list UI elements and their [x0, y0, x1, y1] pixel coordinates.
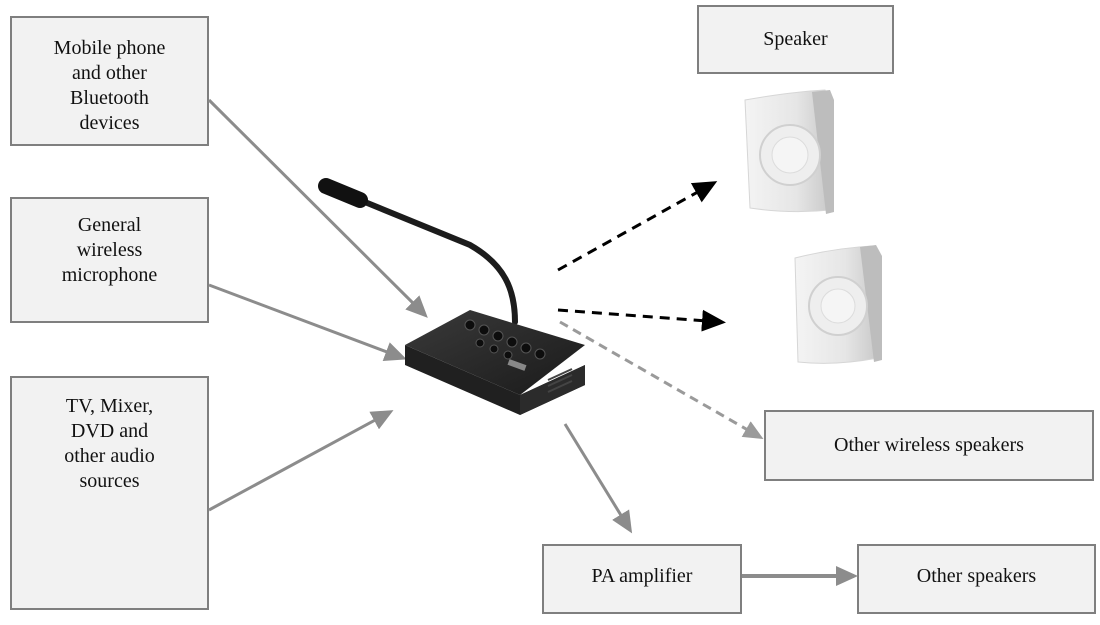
arrow-bluetooth-to-console — [207, 98, 428, 318]
audio-sources-label: TV, Mixer, DVD and other audio sources — [64, 395, 155, 492]
wireless-microphone-box: General wireless microphone — [10, 197, 209, 323]
other-speakers-label: Other speakers — [916, 565, 1037, 587]
bluetooth-devices-box: Mobile phone and other Bluetooth devices — [10, 16, 209, 146]
other-wireless-speakers-label: Other wireless speakers — [834, 434, 1024, 456]
arrow-console-to-other-wireless — [559, 320, 764, 439]
speaker-box: Speaker — [697, 5, 894, 74]
wall-speaker-image-1 — [744, 89, 834, 214]
arrow-console-to-speaker-1 — [557, 181, 718, 272]
other-wireless-speakers-box: Other wireless speakers — [764, 410, 1094, 481]
bluetooth-devices-label: Mobile phone and other Bluetooth devices — [53, 37, 166, 134]
arrow-console-to-pa — [563, 423, 633, 534]
pa-amplifier-label: PA amplifier — [591, 565, 693, 587]
paging-console-image — [318, 178, 585, 415]
other-speakers-box: Other speakers — [857, 544, 1096, 614]
audio-sources-box: TV, Mixer, DVD and other audio sources — [10, 376, 209, 610]
arrow-microphone-to-console — [208, 283, 407, 362]
arrow-console-to-speaker-2 — [557, 308, 726, 332]
wall-speaker-image-2 — [794, 245, 882, 364]
arrow-audio-sources-to-console — [208, 410, 394, 512]
wireless-microphone-label: General wireless microphone — [61, 214, 158, 286]
speaker-label: Speaker — [763, 28, 828, 50]
pa-amplifier-box: PA amplifier — [542, 544, 742, 614]
